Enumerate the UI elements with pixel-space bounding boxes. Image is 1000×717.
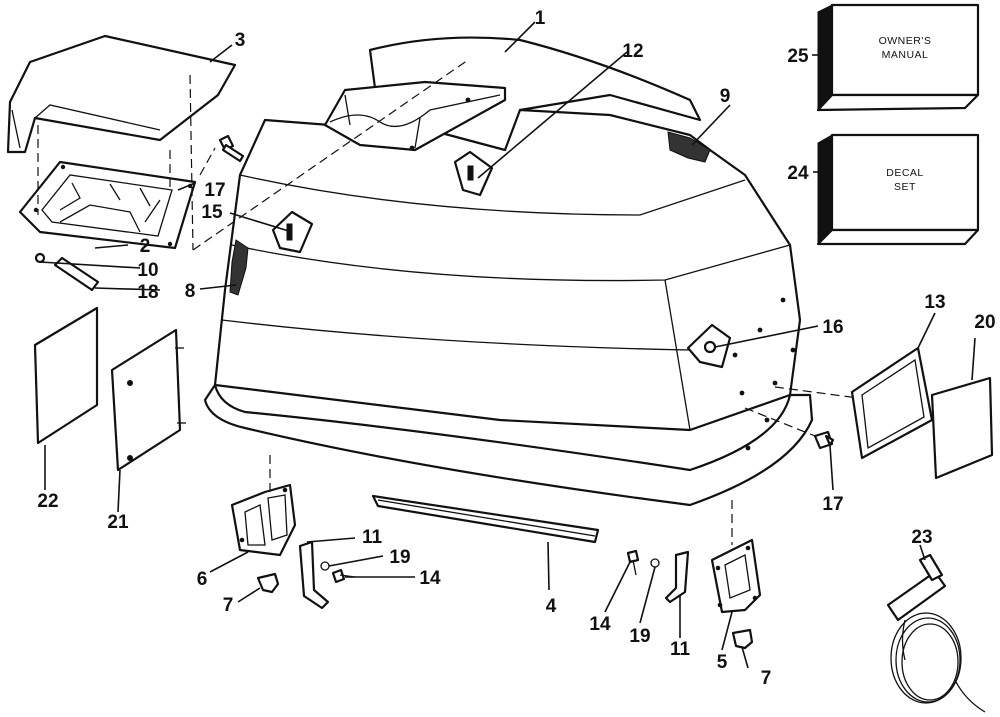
callout-11-left: 11 xyxy=(362,527,383,548)
foot-7-right xyxy=(731,628,754,650)
callout-1: 1 xyxy=(535,8,546,29)
callout-numbers: 1 2 3 4 5 6 7 7 8 9 10 11 11 12 13 14 14… xyxy=(37,8,995,689)
owners-manual-box: OWNER'S MANUAL xyxy=(816,3,980,112)
callout-21: 21 xyxy=(107,512,129,533)
washer-19-left xyxy=(320,561,330,571)
screw-17-top xyxy=(218,134,245,163)
callout-16: 16 xyxy=(822,317,843,338)
owners-manual-line1: OWNER'S xyxy=(879,35,932,47)
bracket-11-left xyxy=(298,540,330,610)
callout-24: 24 xyxy=(787,163,809,184)
callout-17-right: 17 xyxy=(822,494,843,515)
silencer-base-plate xyxy=(18,160,197,250)
callout-13: 13 xyxy=(924,292,945,313)
callout-22: 22 xyxy=(37,491,58,512)
silencer-cover xyxy=(6,34,237,154)
callout-11-right: 11 xyxy=(670,639,691,660)
tool-23 xyxy=(886,553,986,713)
foot-7-left xyxy=(256,572,280,594)
seal-strip xyxy=(371,494,600,544)
callout-7-right: 7 xyxy=(761,668,772,689)
callout-5: 5 xyxy=(717,652,728,673)
callout-14-left: 14 xyxy=(419,568,441,589)
latch-bracket-6 xyxy=(230,483,297,557)
gasket-frame-13 xyxy=(850,346,934,460)
screw-17-right xyxy=(813,430,835,450)
latch-bracket-5 xyxy=(710,538,762,614)
engine-cover xyxy=(203,36,814,507)
decal-20 xyxy=(930,376,994,480)
callout-4: 4 xyxy=(546,596,557,617)
latch-plate-12 xyxy=(453,150,494,197)
insulation-patch-top xyxy=(667,131,711,163)
grommet-tube-18 xyxy=(53,256,100,292)
decal-set-line2: SET xyxy=(894,181,916,193)
screw-10 xyxy=(34,252,46,264)
callout-19-right: 19 xyxy=(629,626,650,647)
screw-14-right xyxy=(626,549,640,576)
bracket-11-right xyxy=(664,550,690,604)
callout-9: 9 xyxy=(720,86,731,107)
callout-14-right: 14 xyxy=(589,614,611,635)
callout-2: 2 xyxy=(140,236,151,257)
callout-19-left: 19 xyxy=(389,547,410,568)
callout-12: 12 xyxy=(622,41,643,62)
decal-set-line1: DECAL xyxy=(886,167,924,179)
callout-10: 10 xyxy=(137,260,158,281)
callout-7-left: 7 xyxy=(223,595,234,616)
callout-20: 20 xyxy=(974,312,995,333)
alignment-lines xyxy=(37,59,859,545)
callout-6: 6 xyxy=(197,569,208,590)
decal-set-box: DECAL SET xyxy=(816,133,980,246)
callout-3: 3 xyxy=(235,30,246,51)
insulation-patch-left xyxy=(229,239,249,296)
callout-25: 25 xyxy=(787,46,809,67)
callout-17-top: 17 xyxy=(204,180,225,201)
callout-8: 8 xyxy=(185,281,196,302)
callout-23: 23 xyxy=(911,527,932,548)
leader-lines xyxy=(39,21,976,669)
callout-15: 15 xyxy=(201,202,223,223)
cover-plate-21 xyxy=(110,328,186,472)
screw-14-left xyxy=(331,568,356,584)
washer-19-right xyxy=(650,558,660,568)
owners-manual-line2: MANUAL xyxy=(882,49,929,61)
callout-18: 18 xyxy=(137,282,158,303)
gasket-22 xyxy=(33,306,99,445)
